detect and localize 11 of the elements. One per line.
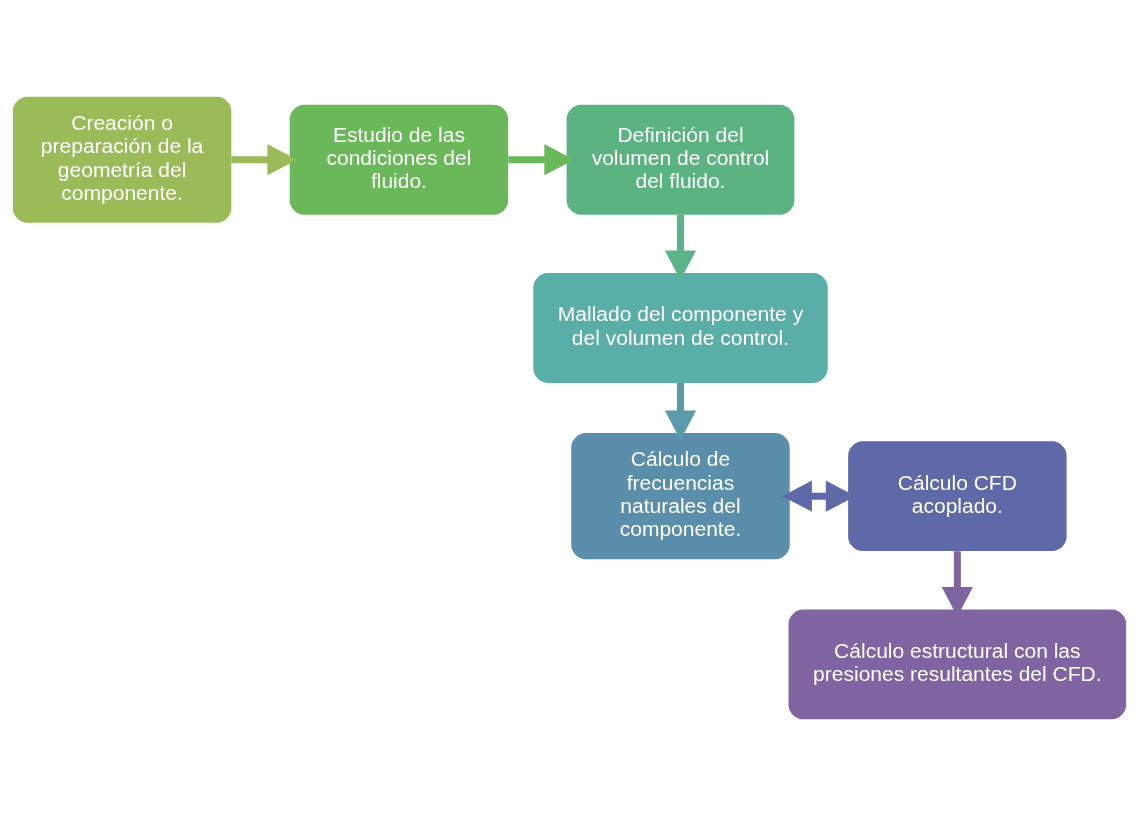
node-box: Cálculo CFD acoplado.: [848, 440, 1067, 551]
node-box: Definición del volumen de control del fluido.: [566, 104, 795, 215]
arrow: [664, 214, 697, 280]
arrow: [508, 143, 575, 175]
node-box: Cálculo de frecuencias naturales del componente.: [571, 432, 790, 559]
node-box: Mallado del componente y del volumen de control.: [533, 272, 828, 383]
node-box: Creación o preparación de la geometría del componente.: [12, 96, 232, 223]
arrow: [664, 382, 697, 440]
arrow: [231, 143, 298, 175]
node-box: Estudio de las condiciones del fluido.: [289, 104, 509, 215]
node-box: Cálculo estructural con las presiones resultantes del CFD.: [788, 609, 1127, 719]
